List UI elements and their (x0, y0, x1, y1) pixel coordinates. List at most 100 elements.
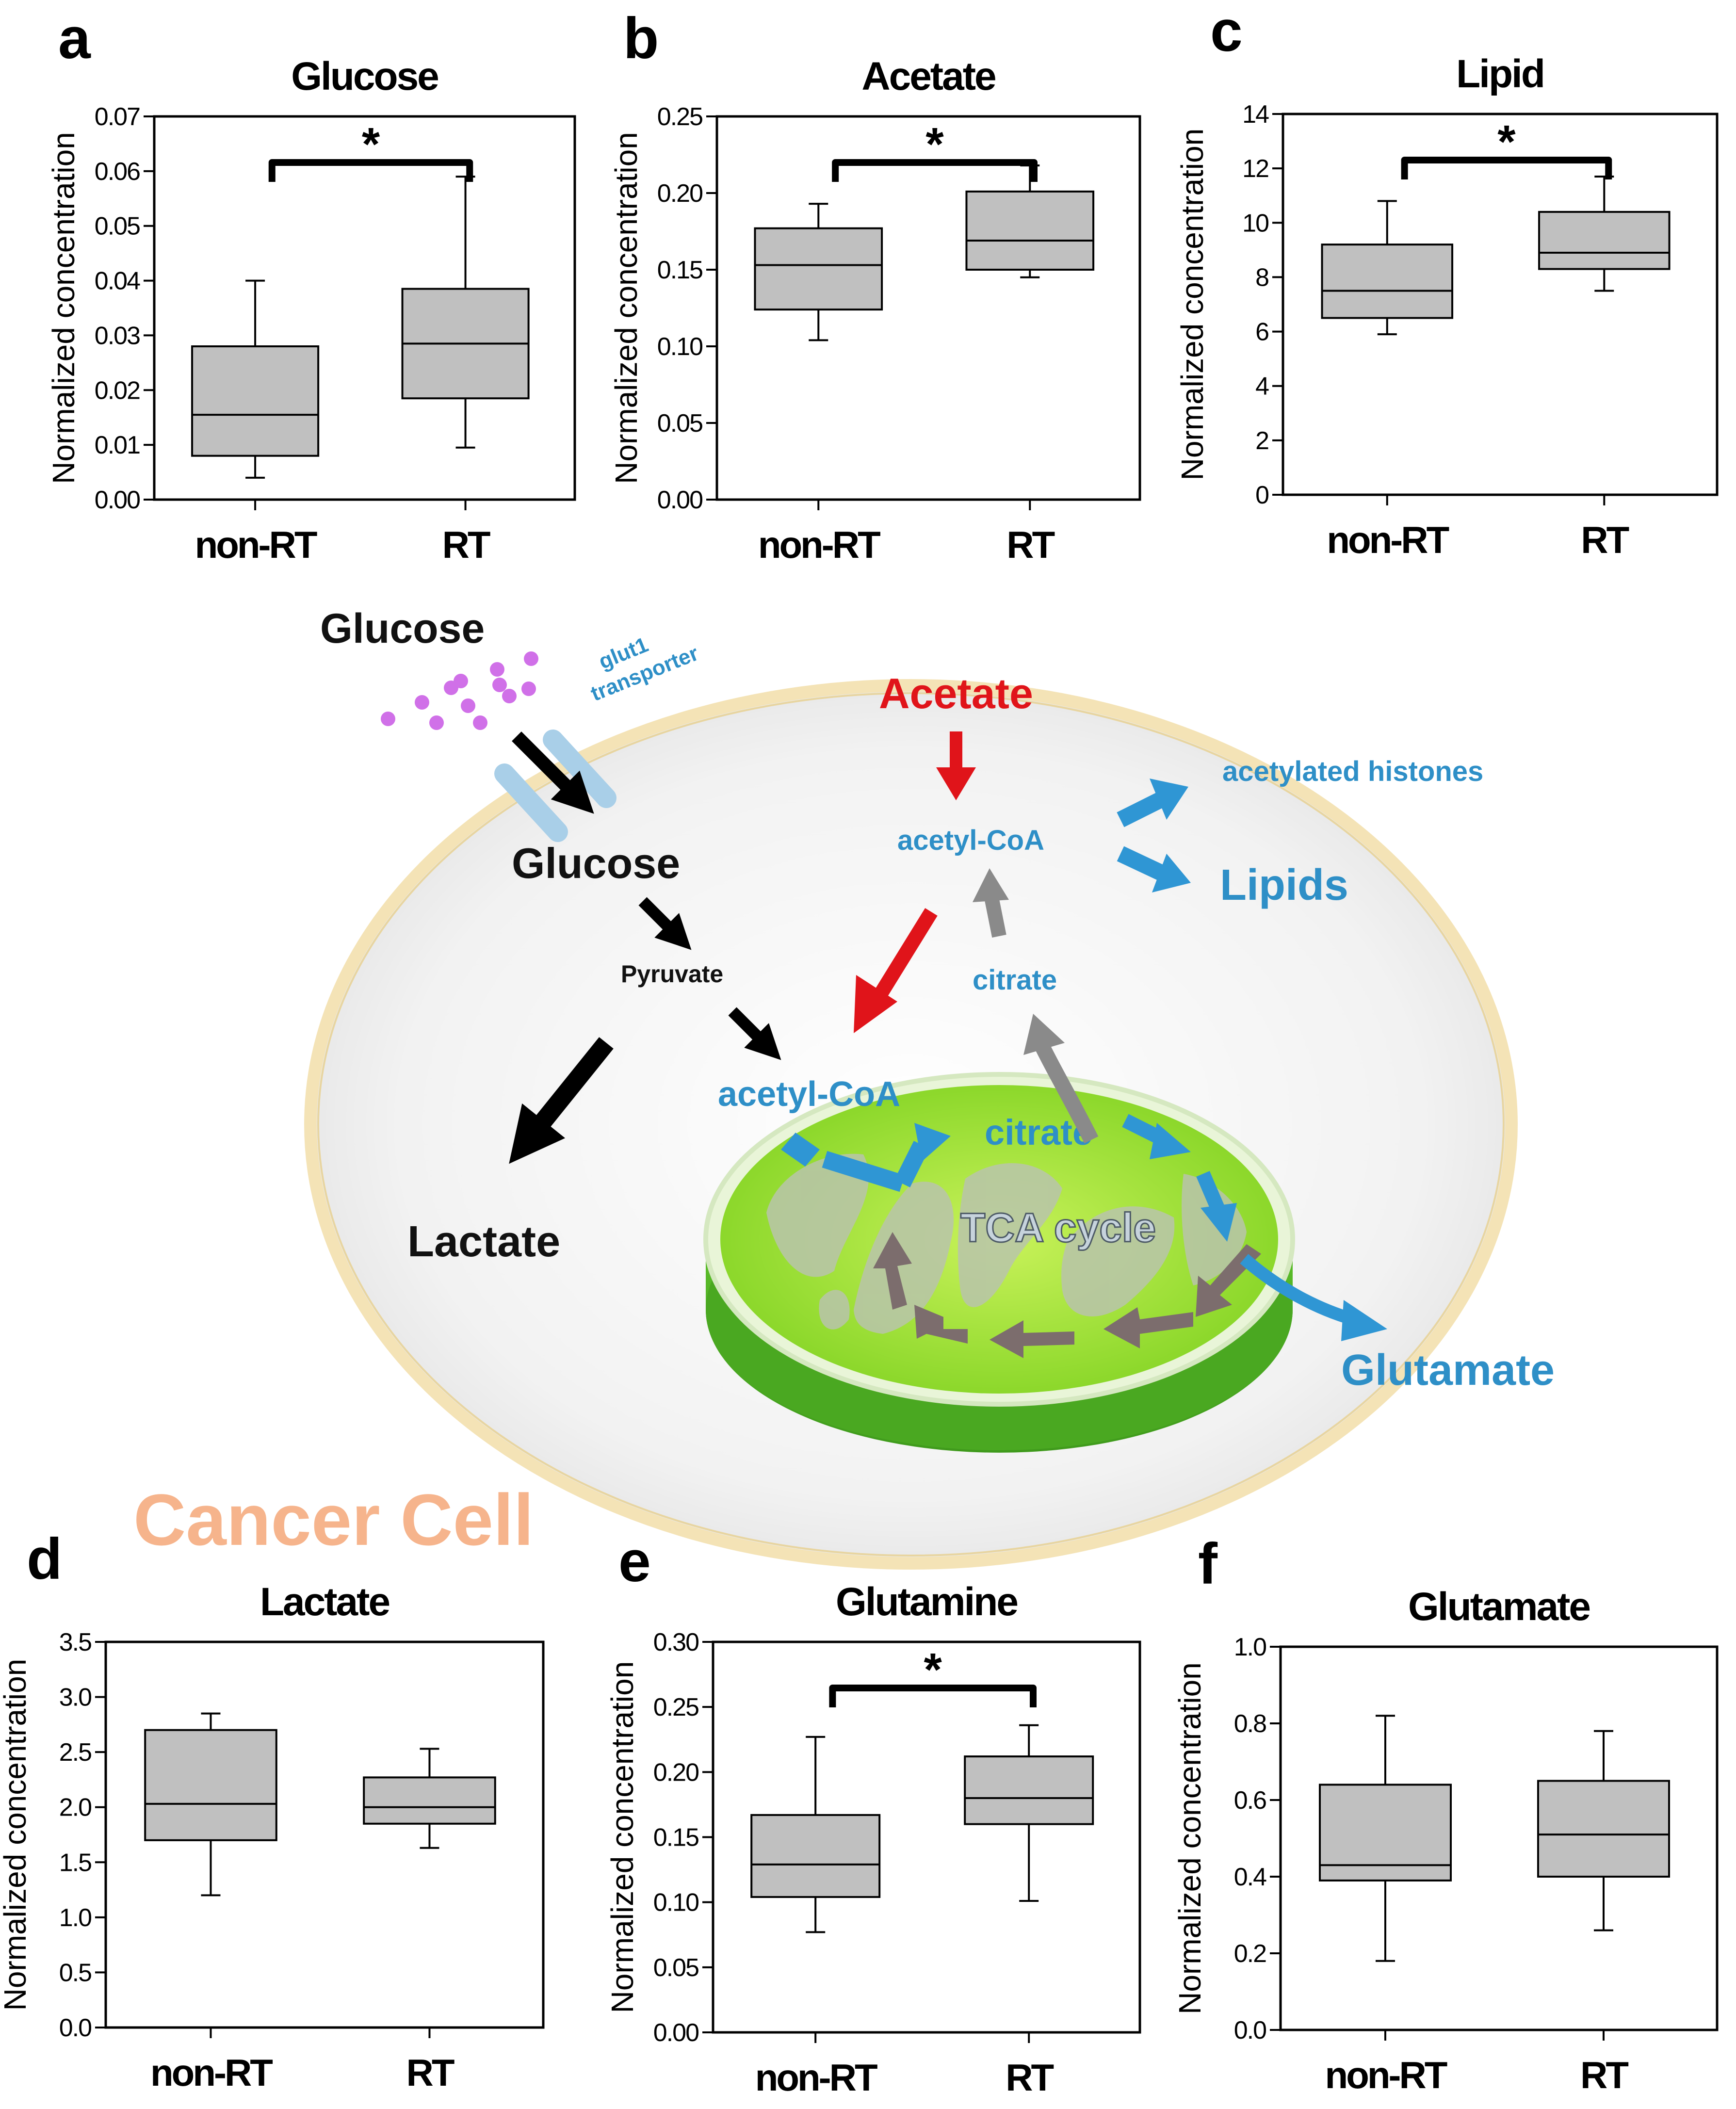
y-tick-label: 0.20 (657, 179, 702, 208)
y-tick-label: 8 (1255, 263, 1268, 292)
x-tick-label: non-RT (758, 523, 880, 566)
y-axis-label: Normalized concentration (1172, 1662, 1207, 2014)
y-tick-label: 0.0 (1234, 2016, 1266, 2044)
significance-bracket (832, 159, 1038, 182)
y-tick-label: 0.30 (653, 1628, 698, 1656)
arrow-citrate-blue-2 (1196, 1171, 1237, 1242)
y-tick-label: 3.5 (59, 1628, 91, 1656)
y-tick-label: 0.07 (95, 103, 140, 131)
arrow-glucose-to-pyruvate (638, 897, 692, 950)
panel-letter: f (1198, 1531, 1218, 1596)
y-tick-label: 0.02 (95, 376, 140, 405)
y-tick-label: 2.5 (59, 1738, 91, 1767)
panel-letter: e (618, 1529, 651, 1594)
y-tick-label: 0.05 (653, 1954, 698, 1982)
acetylated-histones-label: acetylated histones (1222, 756, 1483, 787)
box-rt (1538, 211, 1671, 270)
y-tick-label: 0.10 (653, 1889, 698, 1917)
y-tick-label: 0.20 (653, 1758, 698, 1786)
y-tick-label: 14 (1242, 100, 1269, 129)
y-tick-label: 4 (1255, 373, 1269, 401)
lipids-label: Lipids (1220, 861, 1348, 909)
acetate-label: Acetate (879, 669, 1033, 717)
chart-title: Glutamate (1408, 1585, 1590, 1629)
x-tick-label: non-RT (195, 523, 317, 566)
x-tick-label: RT (1006, 2056, 1054, 2099)
y-tick-label: 0.0 (59, 2014, 91, 2042)
arrow-acetylcoa-to-citrate (781, 1123, 951, 1192)
glucose-outside-label: Glucose (320, 605, 485, 652)
significance-bracket (829, 1685, 1037, 1707)
y-tick-label: 0.5 (59, 1959, 91, 1987)
significance-star: * (362, 118, 380, 170)
x-tick-label: RT (1581, 519, 1629, 561)
x-tick-label: RT (406, 2051, 454, 2094)
mitochondrion: acetyl-CoA citrate TCA cycle (703, 1072, 1295, 1453)
glucose-molecules (381, 651, 538, 730)
y-tick-label: 0.4 (1234, 1863, 1266, 1891)
glut1-transporter-icon (494, 730, 617, 842)
cell-membrane-inner-line (317, 692, 1505, 1557)
arrow-to-acetylated-histones (1117, 779, 1188, 827)
box-non-rt (754, 227, 883, 311)
y-tick-label: 0.05 (95, 212, 140, 241)
panel-acetate: bAcetate0.000.050.100.150.200.25Normaliz… (609, 6, 1141, 566)
x-tick-label: RT (1580, 2054, 1628, 2096)
y-tick-label: 0.25 (653, 1693, 698, 1721)
panel-letter: d (27, 1526, 62, 1591)
y-axis-label: Normalized concentration (46, 132, 81, 484)
y-tick-label: 0.10 (657, 333, 702, 361)
y-axis-label: Normalized concentration (0, 1659, 32, 2011)
chart-title: Glucose (291, 54, 438, 98)
y-tick-label: 0 (1255, 481, 1268, 509)
x-tick-label: RT (1006, 523, 1055, 566)
y-tick-label: 0.00 (657, 486, 702, 514)
mitochondrial-cristae (766, 1153, 1247, 1334)
acetylcoa-mito-label: acetyl-CoA (718, 1075, 900, 1114)
y-axis-label: Normalized concentration (609, 132, 644, 484)
panel-glucose: aGlucose0.000.010.020.030.040.050.060.07… (46, 6, 576, 566)
y-tick-label: 0.15 (657, 256, 702, 284)
y-axis-label: Normalized concentration (605, 1661, 640, 2013)
y-tick-label: 0.06 (95, 158, 140, 186)
x-tick-label: RT (442, 523, 490, 566)
panel-glutamine: eGlutamine0.000.050.100.150.200.250.30No… (605, 1529, 1141, 2099)
arrow-pyruvate-to-acetylcoa (728, 1007, 781, 1060)
significance-star: * (924, 1644, 942, 1696)
chart-title: Glutamine (836, 1580, 1017, 1624)
tca-cycle-label: TCA cycle (960, 1205, 1156, 1250)
significance-bracket (1401, 157, 1612, 179)
chart-title: Lipid (1456, 52, 1544, 96)
arrow-citrate-export (1023, 1014, 1099, 1144)
pyruvate-label: Pyruvate (621, 960, 723, 988)
arrow-citrate-blue-1 (1122, 1114, 1191, 1159)
chart-title: Acetate (861, 54, 995, 98)
box-rt (1537, 1780, 1670, 1878)
acetylcoa-cytosol-label: acetyl-CoA (897, 825, 1044, 856)
y-tick-label: 1.0 (1234, 1633, 1266, 1661)
arrow-pyruvate-to-lactate (509, 1037, 614, 1164)
citrate-cytosol-label: citrate (973, 964, 1057, 996)
box-non-rt (750, 1814, 881, 1898)
arrow-to-glutamate (1240, 1254, 1387, 1341)
y-tick-label: 12 (1242, 155, 1268, 183)
y-tick-label: 0.01 (95, 431, 140, 459)
chart-title: Lactate (260, 1580, 389, 1624)
y-axis-label: Normalized concentration (1175, 129, 1210, 481)
significance-star: * (1497, 116, 1516, 168)
panel-letter: c (1210, 0, 1243, 64)
y-tick-label: 0.04 (95, 267, 140, 295)
y-tick-label: 0.05 (657, 409, 702, 438)
y-tick-label: 10 (1242, 209, 1268, 237)
lactate-label: Lactate (407, 1217, 560, 1266)
y-tick-label: 0.25 (657, 103, 702, 131)
panel-letter: a (58, 6, 91, 71)
glucose-inside-label: Glucose (512, 839, 680, 887)
panel-lactate: dLactate0.00.51.01.52.02.53.03.5Normaliz… (0, 1526, 545, 2094)
metabolism-diagram: Glucose glut1 transporter Glucose Pyruva… (133, 605, 1555, 1570)
x-tick-label: non-RT (755, 2056, 877, 2099)
y-tick-label: 6 (1255, 318, 1268, 346)
